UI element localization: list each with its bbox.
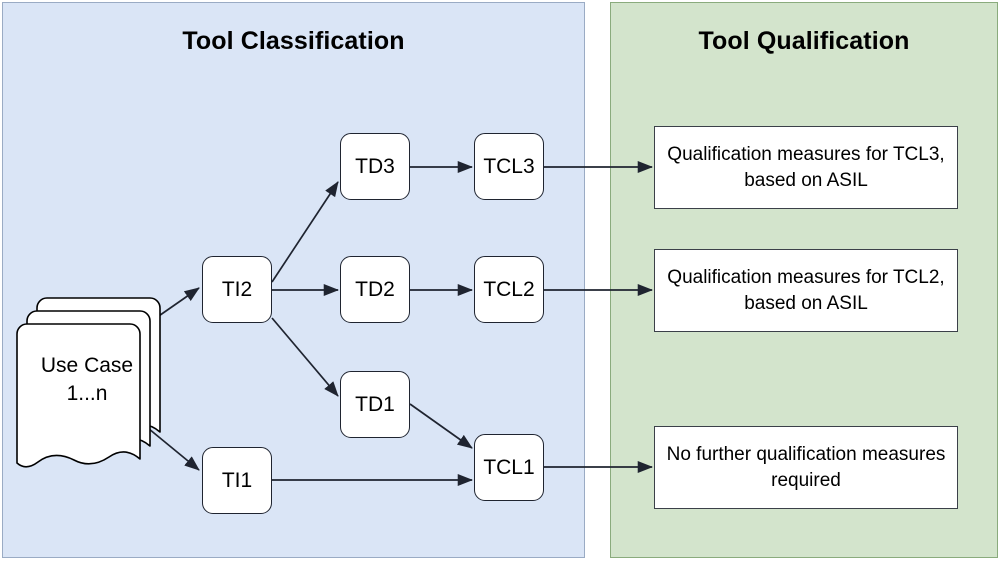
edge-ti2-to-td1 xyxy=(271,317,339,397)
edge-usecase-to-ti1 xyxy=(142,423,200,471)
node-tcl2[interactable]: TCL2 xyxy=(474,256,544,323)
node-td3[interactable]: TD3 xyxy=(340,133,410,200)
node-td2[interactable]: TD2 xyxy=(340,256,410,323)
node-ti2[interactable]: TI2 xyxy=(202,256,272,323)
use-case-doc-front xyxy=(16,323,141,468)
panel-title-tool-classification: Tool Classification xyxy=(182,27,405,55)
measure-box-tcl1[interactable]: No further qualification measures requir… xyxy=(654,426,958,509)
edge-ti2-to-td3 xyxy=(271,181,339,283)
node-tcl3[interactable]: TCL3 xyxy=(474,133,544,200)
edge-td1-to-tcl1 xyxy=(409,403,473,449)
node-ti1[interactable]: TI1 xyxy=(202,447,272,514)
node-tcl1[interactable]: TCL1 xyxy=(474,434,544,501)
node-td1[interactable]: TD1 xyxy=(340,371,410,438)
measure-box-tcl2[interactable]: Qualification measures for TCL2, based o… xyxy=(654,249,958,332)
measure-box-tcl3[interactable]: Qualification measures for TCL3, based o… xyxy=(654,126,958,209)
panel-title-tool-qualification: Tool Qualification xyxy=(698,27,910,55)
